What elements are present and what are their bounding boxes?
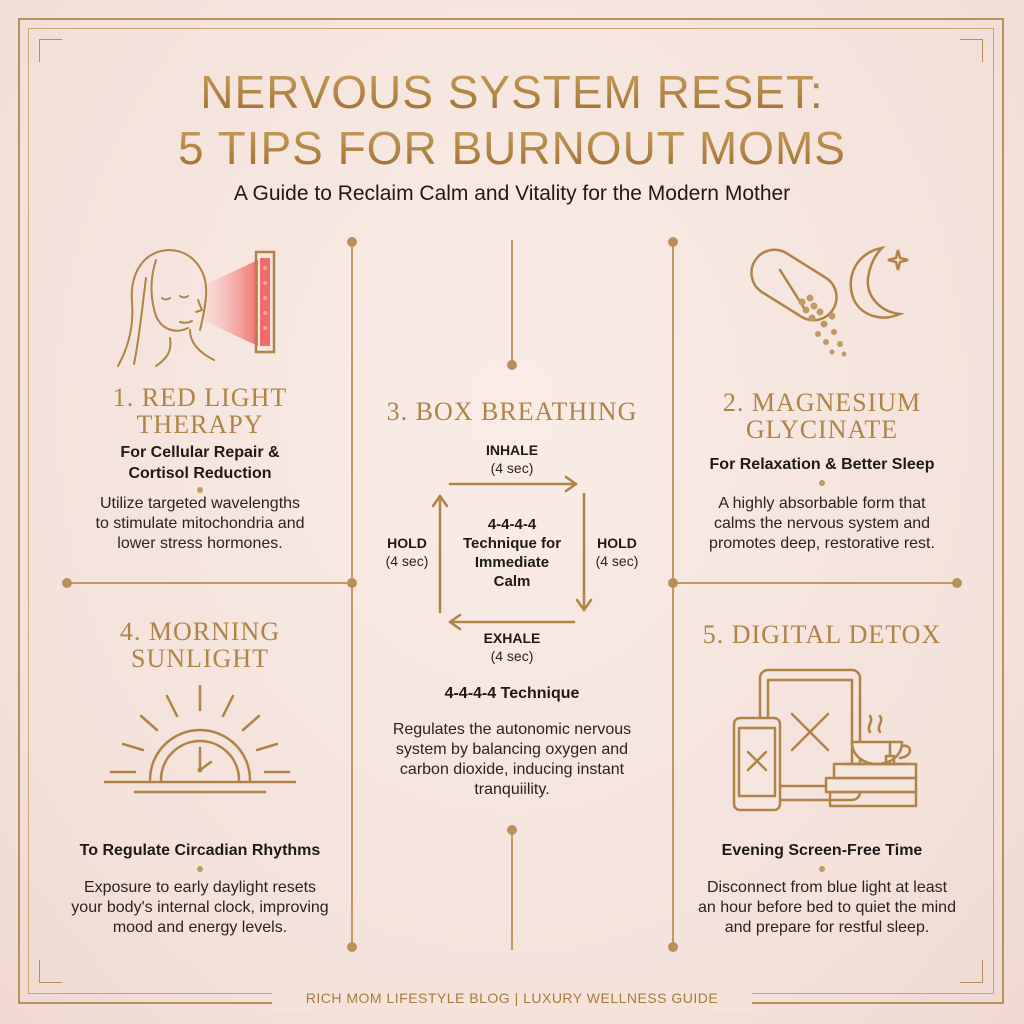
capsule-moon-icon <box>750 246 909 357</box>
hold-left-label: HOLD <box>387 535 427 551</box>
tip3-title: 3. BOX BREATHING <box>386 397 638 426</box>
corner-ornament <box>39 39 62 62</box>
tip1-title-line2: THERAPY <box>136 410 264 439</box>
box-center-line3: Immediate <box>474 554 550 571</box>
tip3-body-line3: carbon dioxide, inducing instant <box>399 761 625 778</box>
page-title-line1: NERVOUS SYSTEM RESET: <box>0 66 1024 118</box>
footer-background <box>272 984 752 1012</box>
tip4-title-line2: SUNLIGHT <box>131 644 269 673</box>
tip4-body-line3: mood and energy levels. <box>112 919 288 936</box>
box-center-line4: Calm <box>493 573 531 590</box>
divider-center-bottom <box>511 830 513 950</box>
tip5-title: 5. DIGITAL DETOX <box>702 620 942 649</box>
divider-dot <box>347 942 357 952</box>
tip2-body-line1: A highly absorbable form that <box>718 495 926 512</box>
divider-dot <box>668 578 678 588</box>
tip4-body-line1: Exposure to early daylight resets <box>83 879 317 896</box>
divider-dot <box>507 360 517 370</box>
divider-dot <box>62 578 72 588</box>
tip4-subtitle: To Regulate Circadian Rhythms <box>79 842 321 859</box>
divider-center-top <box>511 240 513 365</box>
tip3-body-line1: Regulates the autonomic nervous <box>392 721 632 738</box>
hold-left-time: (4 sec) <box>385 553 429 569</box>
box-breathing-arrows-icon <box>431 475 593 631</box>
corner-ornament <box>960 39 983 62</box>
tip4-title-line1: 4. MORNING <box>119 617 281 646</box>
tip2-subtitle: For Relaxation & Better Sleep <box>709 456 935 473</box>
bullet-dot <box>197 487 203 493</box>
tip2-title-line1: 2. MAGNESIUM <box>722 388 922 417</box>
tip5-body-line2: an hour before bed to quiet the mind <box>698 899 956 916</box>
footer-text: RICH MOM LIFESTYLE BLOG | LUXURY WELLNES… <box>305 990 719 1006</box>
tip4-body-line2: your body's internal clock, improving <box>71 899 329 916</box>
tip1-subtitle-line2: Cortisol Reduction <box>128 465 272 482</box>
tip2-title-line2: GLYCINATE <box>745 415 899 444</box>
tip1-body-line2: to stimulate mitochondria and <box>95 515 305 532</box>
divider-left <box>351 245 353 950</box>
divider-dot <box>347 237 357 247</box>
tip1-body-line1: Utilize targeted wavelengths <box>99 495 301 512</box>
devices-tea-books-icon <box>732 668 918 812</box>
woman-red-light-panel-icon <box>117 249 276 367</box>
sunrise-clock-icon <box>103 684 297 794</box>
divider-h-right <box>672 582 957 584</box>
tip3-body-line4: tranquiility. <box>474 781 550 798</box>
tip1-subtitle-line1: For Cellular Repair & <box>120 444 280 461</box>
tip1-title-line1: 1. RED LIGHT <box>112 383 288 412</box>
corner-ornament <box>960 960 983 983</box>
divider-dot <box>668 942 678 952</box>
tip5-body-line3: and prepare for restful sleep. <box>724 919 930 936</box>
inhale-time: (4 sec) <box>490 460 534 476</box>
divider-dot <box>952 578 962 588</box>
exhale-label: EXHALE <box>483 630 541 646</box>
page-subtitle: A Guide to Reclaim Calm and Vitality for… <box>233 182 791 205</box>
tip5-body-line1: Disconnect from blue light at least <box>706 879 948 896</box>
hold-right-label: HOLD <box>597 535 637 551</box>
divider-dot <box>507 825 517 835</box>
bullet-dot <box>197 866 203 872</box>
inhale-label: INHALE <box>485 442 539 458</box>
bullet-dot <box>819 866 825 872</box>
corner-ornament <box>39 960 62 983</box>
divider-dot <box>347 578 357 588</box>
divider-h-left <box>67 582 351 584</box>
page-title-line2: 5 TIPS FOR BURNOUT MOMS <box>0 122 1024 174</box>
divider-dot <box>668 237 678 247</box>
tip2-body-line2: calms the nervous system and <box>713 515 931 532</box>
tip5-subtitle: Evening Screen-Free Time <box>721 842 923 859</box>
tip3-body-line2: system by balancing oxygen and <box>395 741 629 758</box>
divider-right <box>672 245 674 950</box>
box-center-line1: 4-4-4-4 <box>487 516 537 533</box>
tip3-subtitle: 4-4-4-4 Technique <box>444 685 580 702</box>
box-center-line2: Technique for <box>462 535 562 552</box>
tip1-body-line3: lower stress hormones. <box>117 535 283 552</box>
bullet-dot <box>819 480 825 486</box>
hold-right-time: (4 sec) <box>595 553 639 569</box>
exhale-time: (4 sec) <box>490 648 534 664</box>
tip2-body-line3: promotes deep, restorative rest. <box>709 535 935 552</box>
